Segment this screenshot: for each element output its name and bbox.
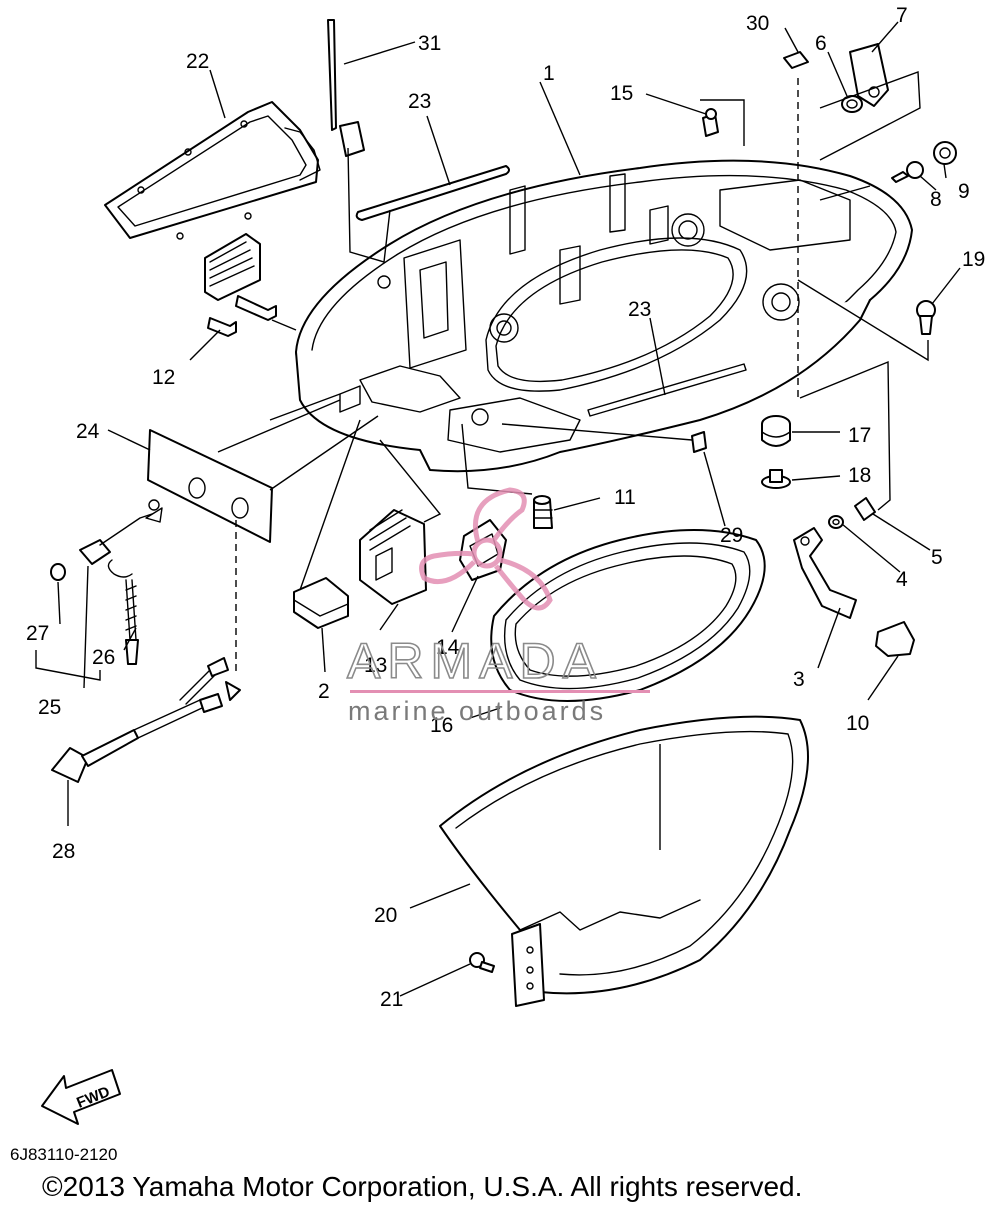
callout-22: 22 — [186, 50, 209, 73]
part-29-decal — [691, 431, 707, 453]
callout-17: 17 — [848, 424, 871, 447]
callout-12: 12 — [152, 366, 175, 389]
diagram-code: 6J83110-2120 — [10, 1145, 117, 1164]
leader-lines — [35, 21, 961, 997]
part-9-nut — [933, 141, 957, 165]
watermark-brand: ARMADA — [347, 633, 603, 689]
callout-23-lower: 23 — [628, 298, 651, 321]
part-16-seal-ring — [490, 529, 766, 702]
callout-3: 3 — [793, 668, 805, 691]
callout-25: 25 — [38, 696, 61, 719]
part-22-cover-plate — [104, 101, 321, 240]
callout-9: 9 — [958, 180, 970, 203]
callout-2: 2 — [318, 680, 330, 703]
callout-24: 24 — [76, 420, 100, 443]
callout-11: 11 — [614, 486, 636, 509]
callout-20: 20 — [374, 904, 397, 927]
callout-19: 19 — [962, 248, 985, 271]
part-27-cap — [50, 563, 66, 581]
callout-31: 31 — [418, 32, 441, 55]
part-4-washer — [828, 515, 844, 529]
watermark-propeller-icon — [419, 487, 553, 611]
part-1-bottom-cowling — [295, 159, 913, 473]
part-8-screw — [891, 161, 924, 183]
part-17-grommet — [761, 415, 791, 447]
part-3-bracket — [793, 527, 857, 619]
callout-29: 29 — [720, 524, 743, 547]
part-31-cable-clamp — [327, 19, 365, 157]
callout-10: 10 — [846, 712, 869, 735]
fwd-arrow-icon: FWD — [41, 1069, 121, 1125]
part-25-connector — [79, 499, 163, 565]
part-11-grommet — [533, 495, 553, 529]
callout-13: 13 — [364, 654, 387, 677]
callout-labels: 1 2 3 4 5 6 7 8 9 10 11 12 13 14 15 16 1… — [26, 4, 985, 1011]
part-30-label — [783, 51, 809, 69]
callout-7: 7 — [896, 4, 908, 27]
part-19-bolt — [916, 300, 936, 335]
part-28-fitting — [51, 657, 241, 783]
part-24-gasket-plate — [147, 429, 273, 543]
part-5-clip — [854, 497, 876, 521]
part-10-cap — [875, 621, 915, 657]
part-12-bracket — [204, 233, 277, 337]
callout-16: 16 — [430, 714, 453, 737]
callout-23-upper: 23 — [408, 90, 431, 113]
callout-28: 28 — [52, 840, 75, 863]
callout-26: 26 — [92, 646, 115, 669]
callout-4: 4 — [896, 568, 908, 591]
watermark-underline — [350, 690, 650, 693]
callout-8: 8 — [930, 188, 942, 211]
callout-5: 5 — [931, 546, 943, 569]
watermark-tagline: marine outboards — [348, 696, 606, 726]
callout-27: 27 — [26, 622, 49, 645]
callout-30: 30 — [746, 12, 769, 35]
callout-21: 21 — [380, 988, 403, 1011]
part-2-rubber-block — [293, 577, 349, 629]
copyright-notice: ©2013 Yamaha Motor Corporation, U.S.A. A… — [42, 1171, 802, 1202]
part-20-lower-cowling — [439, 715, 809, 1007]
part-23-seal-strip-lower — [587, 363, 747, 417]
callout-18: 18 — [848, 464, 871, 487]
part-18-collar — [761, 469, 791, 489]
part-15-stud — [702, 108, 719, 137]
assembly-lines — [217, 71, 929, 850]
part-13-box — [359, 509, 427, 605]
watermark: ARMADA marine outboards — [346, 487, 650, 726]
part-7-bracket — [849, 43, 889, 107]
callout-1: 1 — [543, 62, 555, 85]
callout-14: 14 — [436, 636, 460, 659]
part-21-screw — [469, 952, 495, 973]
callout-15: 15 — [610, 82, 633, 105]
callout-6: 6 — [815, 32, 827, 55]
part-23-seal-strip-upper — [355, 165, 510, 221]
